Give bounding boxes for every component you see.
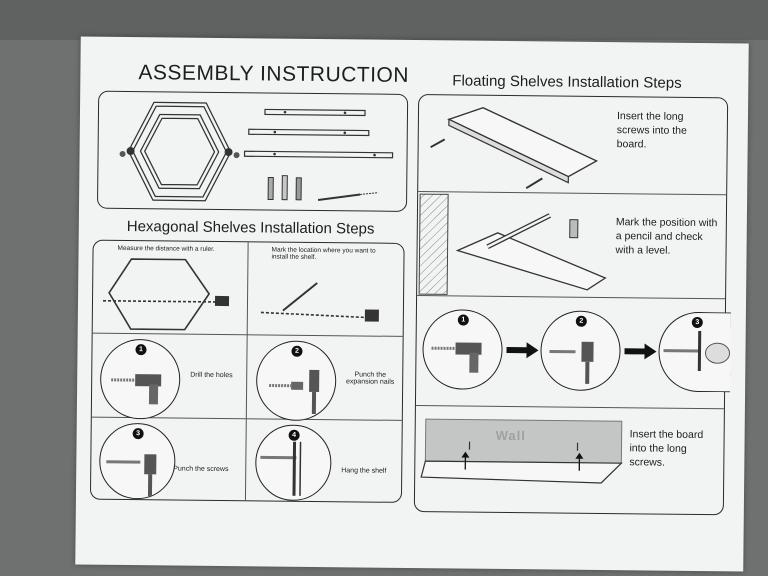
wall-marking-illustration <box>418 193 607 295</box>
measure-caption: Measure the distance with a ruler. <box>117 244 215 253</box>
rails-illustration <box>243 108 394 159</box>
hammer-icon <box>269 369 320 414</box>
hang-caption: Hang the shelf <box>341 467 387 475</box>
floating-hammer-circle: 2 <box>540 310 621 392</box>
board-with-screws-illustration <box>430 106 599 190</box>
punch-screws-caption: Punch the screws <box>173 465 229 474</box>
floating-section-title: Floating Shelves Installation Steps <box>452 72 682 92</box>
hexagon-shelf-illustration <box>119 101 240 202</box>
hammer-icon <box>106 454 157 497</box>
hexagonal-section-title: Hexagonal Shelves Installation Steps <box>126 218 375 238</box>
floating-drill-circle: 1 <box>422 309 503 390</box>
page-title: ASSEMBLY INSTRUCTION <box>138 61 410 87</box>
floating-steps-panel: Insert the long screws into the board. M… <box>413 94 731 516</box>
screwdriver-icon <box>663 330 731 372</box>
hexagonal-steps-panel: Measure the distance with a ruler. Mark … <box>89 239 405 503</box>
floating-screw-circle: 3 <box>658 311 731 393</box>
arrow-right-icon <box>624 343 657 360</box>
instruction-sheet: ASSEMBLY INSTRUCTION Hexagonal Shel <box>75 36 749 572</box>
insert-board-caption: Insert the board into the long screws. <box>629 428 704 469</box>
hang-step-circle: 4 <box>254 424 332 502</box>
insert-screws-caption: Insert the long screws into the board. <box>616 110 687 151</box>
arrow-right-icon <box>506 342 539 359</box>
drill-step-circle: 1 <box>99 338 181 420</box>
parts-panel <box>96 90 409 212</box>
drill-caption: Drill the holes <box>190 371 233 380</box>
hammer-icon <box>549 341 594 384</box>
measure-illustration <box>103 258 230 331</box>
hang-shelf-icon <box>260 441 302 496</box>
drill-icon <box>431 342 482 373</box>
anchors-and-screw-illustration <box>267 175 379 202</box>
mark-position-caption: Mark the position with a pencil and chec… <box>615 216 718 257</box>
screws-step-circle: 3 <box>98 422 176 500</box>
nails-step-circle: 2 <box>255 340 337 422</box>
punch-nails-caption: Punch the expansion nails <box>346 371 395 386</box>
drill-icon <box>111 374 162 405</box>
mark-illustration <box>260 282 379 322</box>
wall-label: Wall <box>495 427 526 444</box>
mark-caption: Mark the location where you want to inst… <box>271 246 376 261</box>
background-surface <box>0 0 768 40</box>
board-on-wall-illustration <box>420 418 623 484</box>
